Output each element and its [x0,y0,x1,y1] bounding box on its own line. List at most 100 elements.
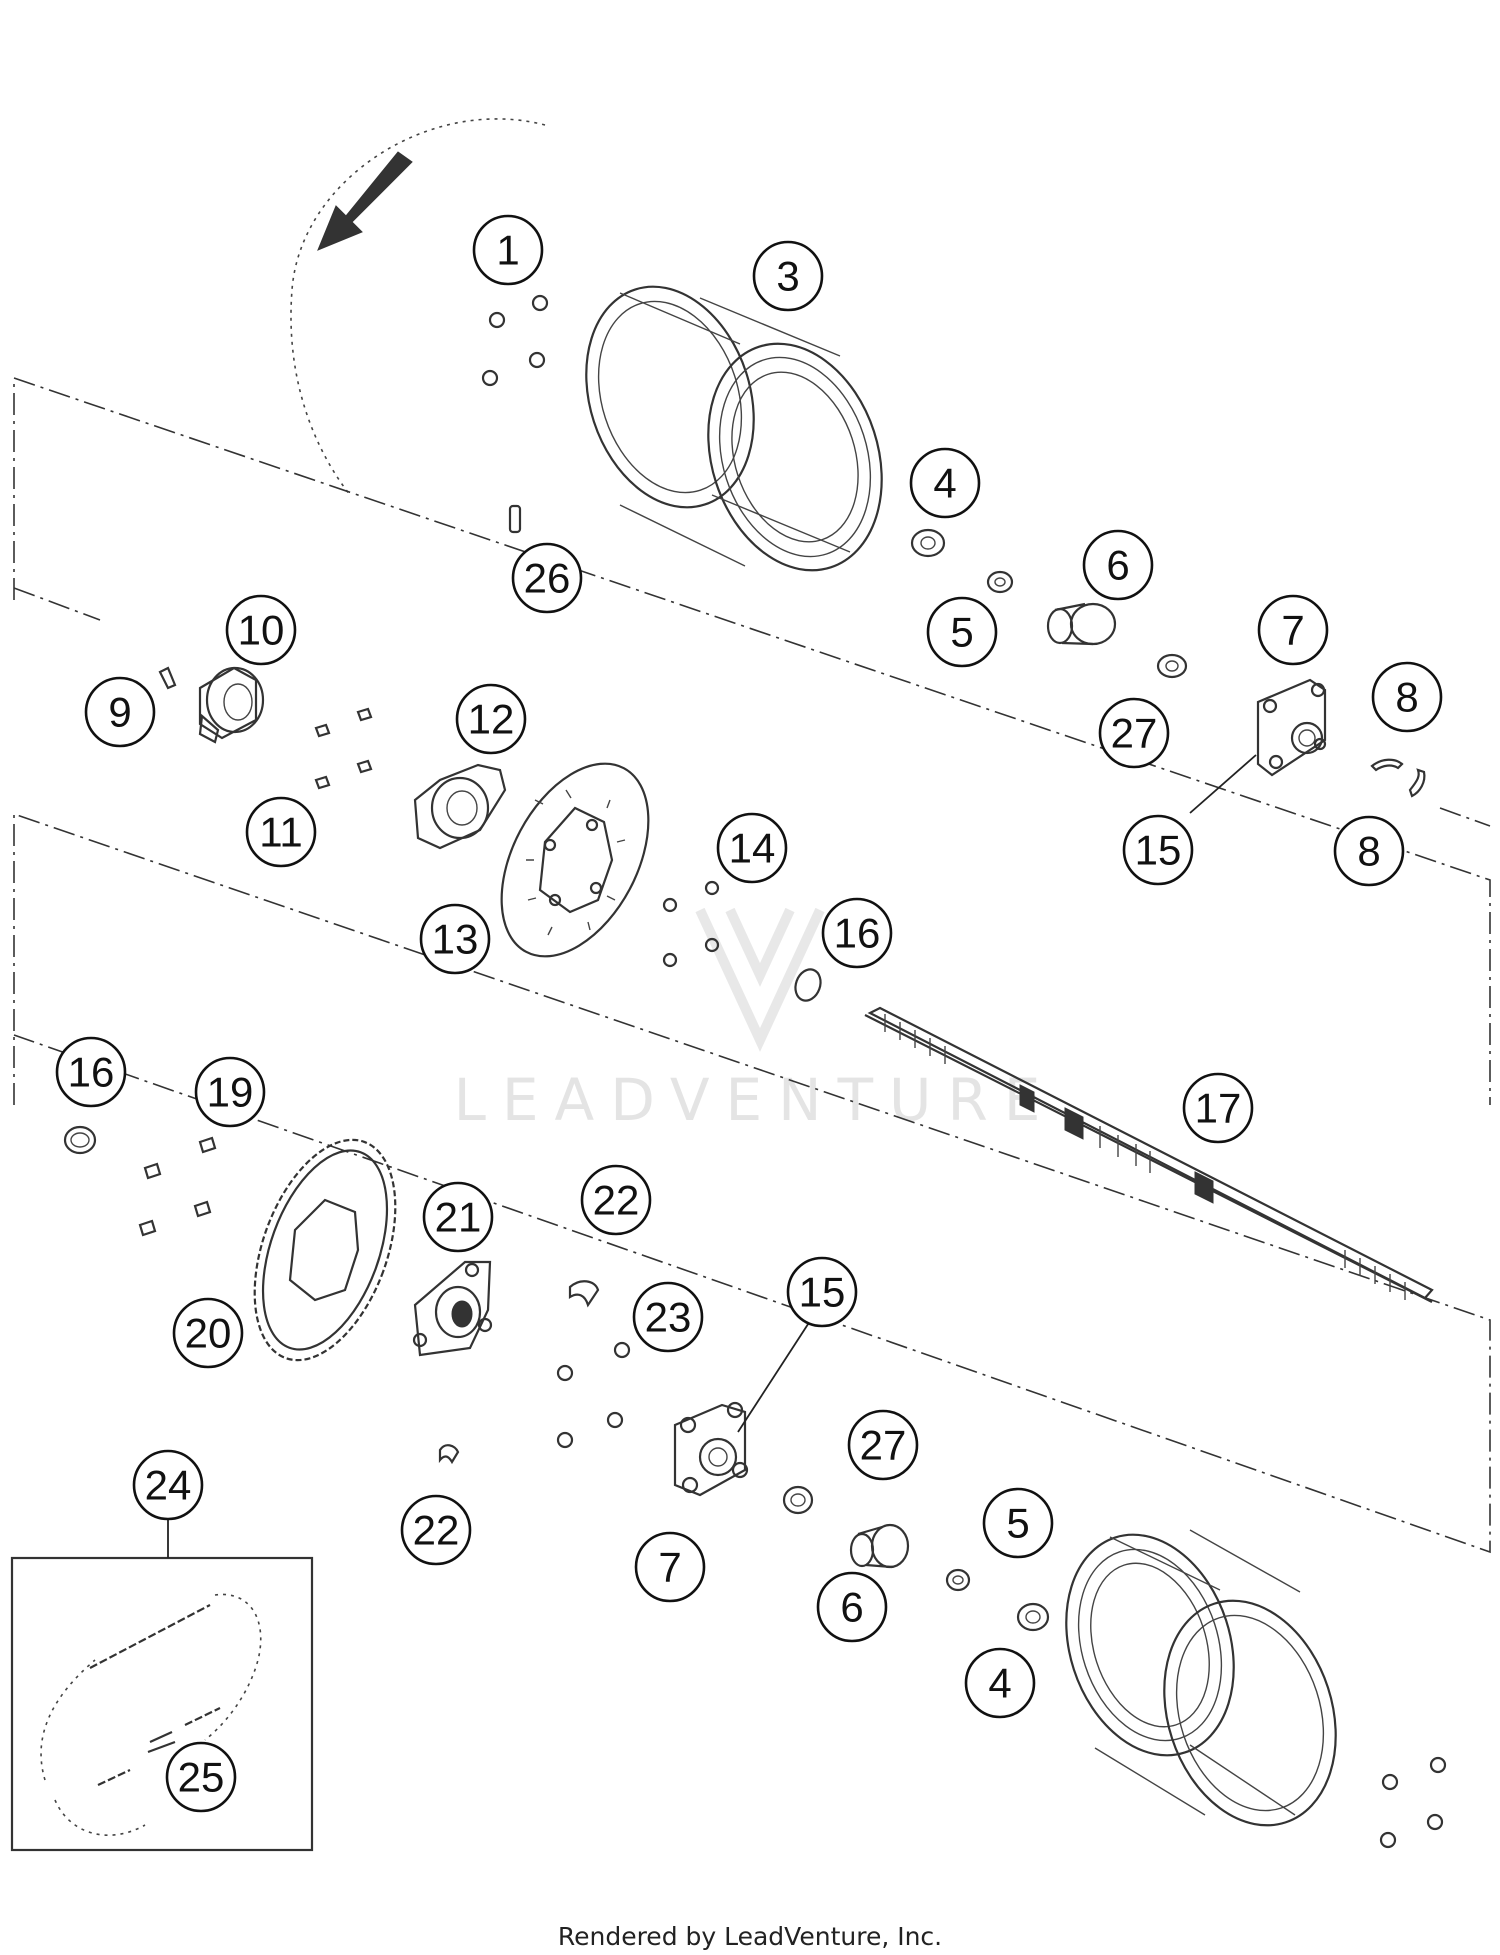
leader-line-15-lower [737,1317,813,1433]
rotation-arrow-icon [290,118,546,496]
svg-text:24: 24 [145,1462,192,1509]
callout-15: 15 [786,1256,858,1328]
assembly-outline-lower [13,812,1491,1554]
svg-text:23: 23 [645,1294,692,1341]
callout-8: 8 [1333,815,1405,887]
retainer-clip-upper [568,1280,600,1308]
svg-text:8: 8 [1395,674,1418,721]
brake-caliper-mount [198,666,265,744]
svg-text:19: 19 [207,1069,254,1116]
callout-8: 8 [1371,661,1443,733]
brake-disc-hub [413,763,507,850]
bearing-carrier-lower [673,1401,749,1497]
circlip-upper [1370,758,1426,798]
assembly-outline-upper [13,376,1491,1105]
render-credit: Rendered by LeadVenture, Inc. [557,1922,943,1951]
svg-text:7: 7 [658,1544,681,1591]
callout-20: 20 [172,1297,244,1369]
callout-5: 5 [982,1487,1054,1559]
spacer-sleeve-lower [849,1523,910,1569]
svg-text:4: 4 [933,460,956,507]
svg-text:22: 22 [593,1177,640,1224]
svg-text:12: 12 [468,696,515,743]
nut-group-23 [556,1341,631,1449]
callout-16: 16 [55,1036,127,1108]
screw-small [158,666,177,690]
svg-text:27: 27 [1111,710,1158,757]
callout-11: 11 [245,796,317,868]
callout-12: 12 [455,683,527,755]
sprocket [253,1138,397,1362]
callout-21: 21 [422,1181,494,1253]
leader-line-15-upper [1189,754,1257,814]
callout-16: 16 [821,897,893,969]
callout-24: 24 [132,1449,204,1521]
svg-text:15: 15 [1135,827,1182,874]
rim-lower [1065,1529,1337,1827]
nut-group-14 [662,880,720,968]
seal-ring-lower [782,1485,814,1515]
o-ring-lower [63,1125,97,1155]
bearing-carrier-upper [1256,678,1327,777]
callout-26: 26 [511,542,583,614]
callout-14: 14 [716,812,788,884]
wheel-nut-group-lower [1379,1756,1447,1849]
nut-lower [1016,1602,1050,1632]
svg-text:16: 16 [834,910,881,957]
callout-6: 6 [816,1571,888,1643]
svg-text:5: 5 [950,609,973,656]
callout-4: 4 [909,447,981,519]
svg-text:4: 4 [988,1660,1011,1707]
svg-text:17: 17 [1195,1085,1242,1132]
callout-15: 15 [1122,814,1194,886]
callout-4: 4 [964,1647,1036,1719]
svg-text:26: 26 [524,555,571,602]
svg-text:7: 7 [1281,607,1304,654]
callout-10: 10 [225,594,297,666]
washer-upper [986,570,1014,594]
callout-23: 23 [632,1281,704,1353]
svg-text:9: 9 [108,689,131,736]
watermark-text: LEADVENTURE [454,1066,1057,1134]
svg-text:1: 1 [496,227,519,274]
retainer-clip-lower [438,1444,460,1465]
svg-text:27: 27 [860,1422,907,1469]
valve-stem [508,504,522,534]
callout-27: 27 [1098,697,1170,769]
chain-kit-box [10,1556,314,1852]
callout-3: 3 [752,240,824,312]
watermark: LEADVENTURE [454,907,1057,1134]
callout-17: 17 [1182,1072,1254,1144]
callout-25: 25 [165,1741,237,1813]
svg-text:25: 25 [178,1754,225,1801]
svg-text:3: 3 [776,253,799,300]
nut-upper [910,528,946,558]
svg-text:8: 8 [1357,828,1380,875]
seal-ring-upper [1156,653,1188,679]
svg-text:11: 11 [259,809,303,856]
rim-upper [585,285,883,572]
svg-text:6: 6 [1106,542,1129,589]
callout-7: 7 [1257,594,1329,666]
callout-7: 7 [634,1531,706,1603]
svg-text:13: 13 [432,916,479,963]
o-ring-upper [794,968,822,1002]
svg-text:15: 15 [799,1269,846,1316]
callout-19: 19 [194,1056,266,1128]
callout-5: 5 [926,596,998,668]
callout-13: 13 [419,903,491,975]
washer-lower [945,1568,971,1592]
svg-text:14: 14 [729,825,776,872]
spacer-sleeve-upper [1046,602,1117,646]
callout-6: 6 [1082,529,1154,601]
callout-22: 22 [400,1494,472,1566]
brake-disc [500,762,650,958]
wheel-nut-group-upper [481,294,549,387]
svg-text:6: 6 [840,1584,863,1631]
callout-27: 27 [847,1409,919,1481]
rear-axle [864,1006,1434,1303]
callout-9: 9 [84,676,156,748]
callout-1: 1 [472,214,544,286]
sprocket-carrier-hub [412,1260,493,1357]
